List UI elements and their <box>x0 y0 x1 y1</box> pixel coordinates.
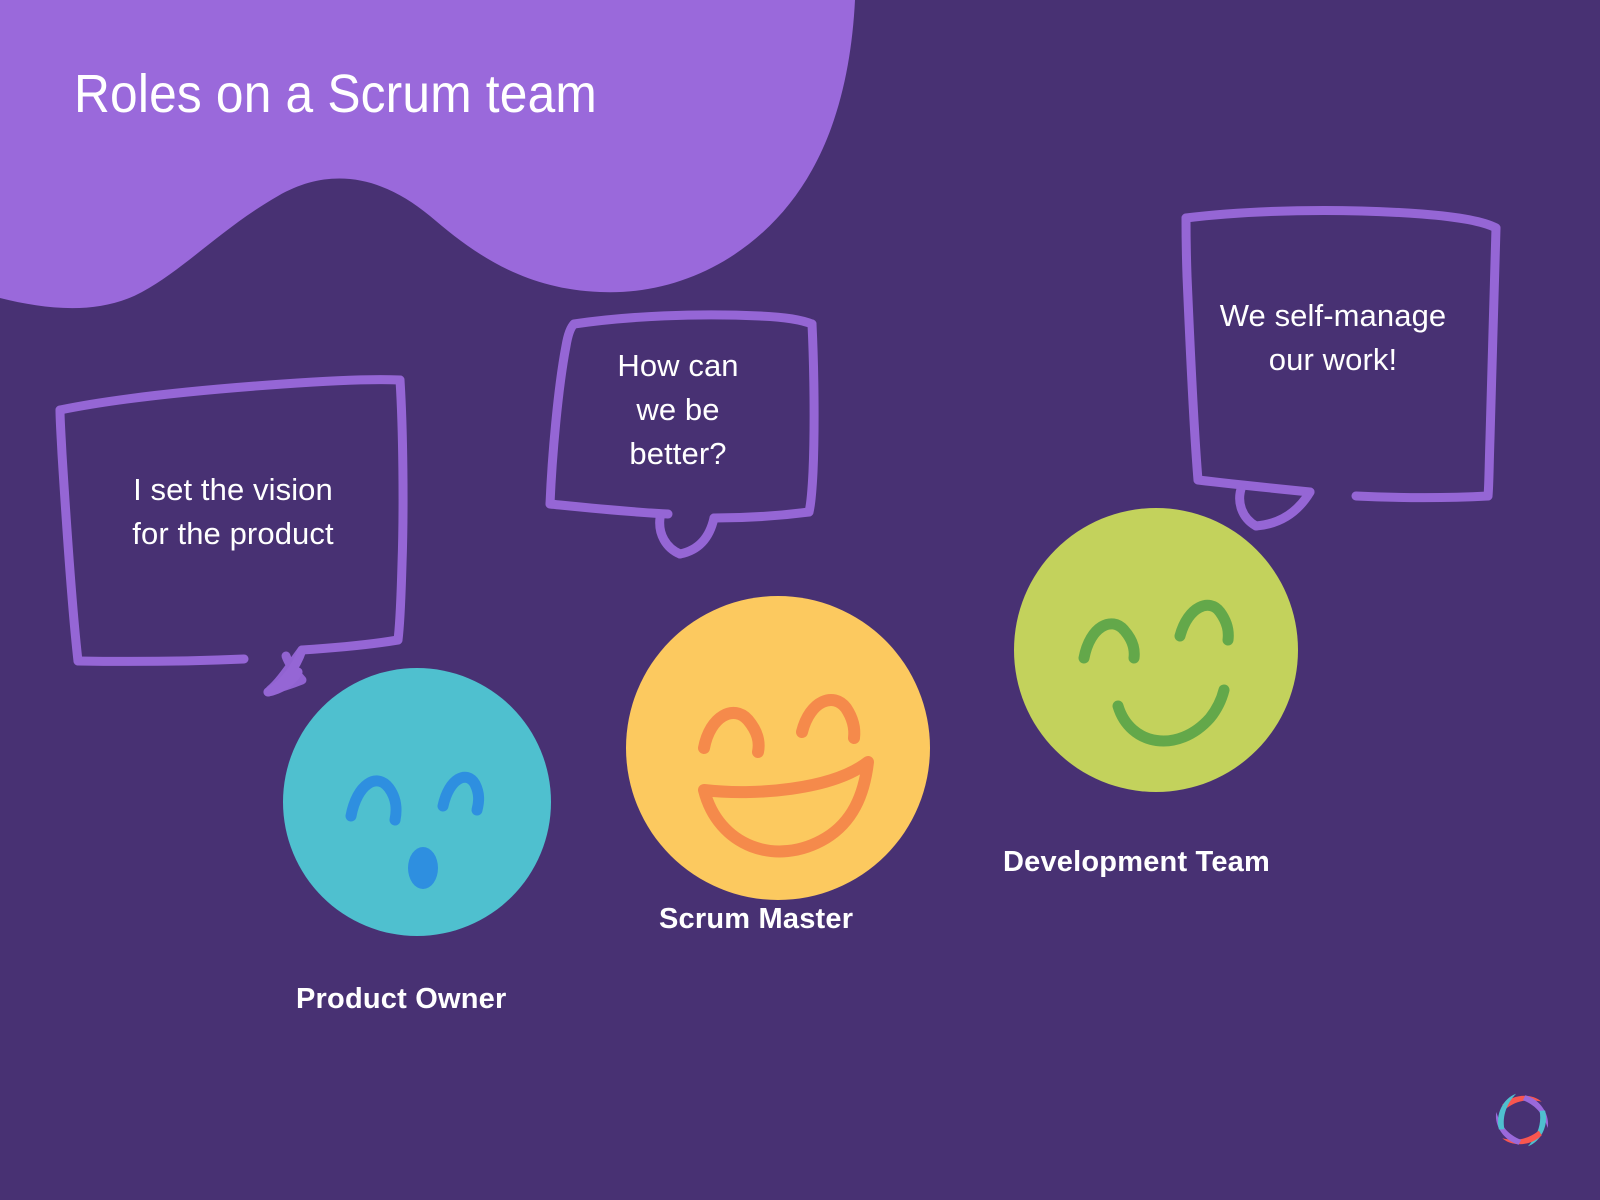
role-label-scrum-master: Scrum Master <box>659 903 854 935</box>
speech-bubble-development-team-text: We self-manage our work! <box>1219 298 1447 378</box>
speech-bubble-product-owner-text: I set the vision for the product <box>132 472 334 552</box>
avatar-development-team <box>1014 508 1298 792</box>
avatar-product-owner <box>283 668 551 936</box>
speech-bubble-scrum-master: How can we be better? <box>528 296 828 559</box>
right-eye <box>796 694 861 744</box>
speech-bubble-scrum-master-text: How can we be better? <box>617 348 739 472</box>
mouth <box>408 847 438 889</box>
role-label-product-owner: Product Owner <box>296 983 507 1015</box>
left-eyebrow <box>345 775 402 826</box>
mouth <box>698 756 874 858</box>
page-title: Roles on a Scrum team <box>74 64 597 124</box>
avatar-scrum-master <box>626 596 930 900</box>
role-label-development-team: Development Team <box>1003 846 1270 878</box>
speech-bubble-product-owner: I set the vision for the product <box>48 368 418 698</box>
right-eyebrow <box>437 771 485 816</box>
right-eye <box>1174 599 1234 646</box>
speech-bubble-development-team: We self-manage our work! <box>1160 196 1505 531</box>
mouth <box>1112 684 1230 747</box>
pinwheel-logo-icon <box>1484 1082 1560 1158</box>
left-eye <box>698 707 765 758</box>
left-eye <box>1078 618 1140 664</box>
